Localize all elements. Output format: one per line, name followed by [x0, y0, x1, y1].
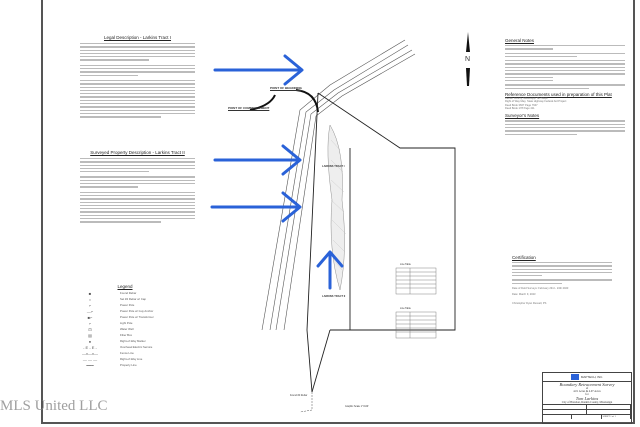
pob-label: POINT OF BEGINNING	[270, 86, 303, 90]
legend-label: Right-of-Way Line	[120, 357, 143, 361]
ref-3: Deed Book 3667 Page 7947	[505, 103, 538, 107]
legend-item: ⊡ Water Well	[60, 326, 190, 332]
sheet-number: SHEET 1 of 1	[602, 415, 631, 419]
legend-item: —⌐ Power Pole w/ Guy Anchor	[60, 308, 190, 314]
watermark: MLS United LLC	[0, 398, 108, 414]
general-notes-text	[505, 45, 625, 89]
arrow-icon	[213, 144, 302, 176]
legal2-title: Surveyed Property Description - Larkins …	[90, 150, 185, 155]
tract2-label: LARKINS TRACT II	[322, 295, 346, 298]
legend-label: Right-of-Way Marker	[120, 339, 146, 343]
annotation-arrows	[210, 54, 344, 290]
legend-symbol-icon: ■⌐	[87, 314, 93, 320]
line-table-1-title: Line Table	[400, 263, 411, 266]
ref-1: Rankin County, Mississippi Tax Maps	[505, 96, 548, 100]
surveyor-notes-text	[505, 120, 625, 135]
poc-label: POINT OF COMMENCEMENT	[228, 106, 270, 110]
for-text: for	[585, 393, 589, 396]
legend-item: ⌐ Power Pole	[60, 302, 190, 308]
legend-symbol-icon: ●	[88, 338, 92, 344]
legend-symbol-icon: —⌐	[86, 308, 94, 314]
legal1-title: Legal Description - Larkins Tract I	[103, 35, 172, 40]
legend-label: Power Pole	[120, 303, 135, 307]
legend-label: Fence Line	[120, 351, 134, 355]
notes-column: General Notes Reference Documents used i…	[505, 38, 625, 137]
legend-item: ■⌐ Power Pole w/ Transformer	[60, 314, 190, 320]
legend-item: - E - E - Overhead Electric Service	[60, 344, 190, 350]
legend-symbol-icon: ⌐	[88, 302, 92, 308]
legal2-text	[80, 158, 195, 223]
legend-symbol-icon: ▤	[88, 332, 92, 338]
company-name: MAPTECH, INC.	[580, 375, 604, 379]
field-date: Date of Field Surveys: February 23rd - 2…	[512, 287, 569, 291]
arrow-icon	[316, 250, 344, 290]
legend-symbol-icon: ⌐	[88, 320, 92, 326]
north-arrow-icon	[466, 32, 470, 86]
legend-label: Light Pole	[120, 321, 133, 325]
line-tables	[395, 267, 437, 339]
legend-label: Fiber Box	[120, 333, 132, 337]
poc-leader	[249, 94, 276, 111]
plat-sheet	[41, 0, 635, 424]
legend-item: ● Right-of-Way Marker	[60, 338, 190, 344]
legend-item: ⌐ Light Pole	[60, 320, 190, 326]
legend-symbol-icon: ⊡	[88, 326, 92, 332]
ref-4: Deed Book 178 Page 411	[505, 107, 535, 111]
hatched-area	[327, 124, 345, 291]
north-label: N	[465, 56, 471, 63]
legend-symbol-icon: ○	[88, 296, 92, 302]
legend-title: Legend	[117, 284, 133, 289]
legend-item: —x—x— Fence Line	[60, 350, 190, 356]
legend-label: Power Pole w/ Transformer	[120, 315, 154, 319]
property-lines	[306, 92, 456, 393]
legend-item: ━━━ Property Line	[60, 362, 190, 368]
cert-date: Date: March 9, 2023	[512, 293, 536, 297]
legend-label: Overhead Electric Service	[120, 345, 153, 349]
acres-text: 4.01 Acres & 4.07 Acres	[573, 390, 601, 393]
title-block: MAPTECH, INC. Boundary Retracement Surve…	[542, 372, 632, 424]
tract1-label: LARKINS TRACT I	[322, 165, 345, 168]
legend-label: Water Well	[120, 327, 134, 331]
surveyor-notes-title: Surveyor's Notes	[505, 113, 540, 119]
cert-text	[512, 262, 612, 285]
arrow-icon	[210, 191, 302, 223]
arrow-icon	[213, 54, 304, 86]
legend: Legend ■Found Rebar○Set #4 Rebar w/ Cap⌐…	[60, 284, 190, 368]
client-name: Tom Larkins	[575, 396, 599, 401]
line-table-2-title: Line Table	[400, 307, 411, 310]
certification: Certification Date of Field Surveys: Feb…	[512, 255, 612, 305]
legend-item: ■ Found Rebar	[60, 290, 190, 296]
legend-item: ▤ Fiber Box	[60, 332, 190, 338]
legend-item: ○ Set #4 Rebar w/ Cap	[60, 296, 190, 302]
signer: Christopher Dyan Russell, PS	[512, 301, 547, 305]
ref-2: Right of Way Map, State Highway Federal …	[505, 100, 567, 104]
legend-symbol-icon: — — —	[82, 356, 98, 362]
location-text: City of Brandon, Rankin County, Mississi…	[561, 401, 613, 404]
cert-title: Certification	[512, 255, 536, 260]
legend-item: — — — Right-of-Way Line	[60, 356, 190, 362]
of-text: of	[585, 387, 589, 390]
legend-label: Found Rebar	[120, 291, 137, 295]
legend-label: Set #4 Rebar w/ Cap	[120, 297, 146, 301]
refdocs-title: Reference Documents used in preparation …	[505, 91, 612, 97]
legend-label: Power Pole w/ Guy Anchor	[120, 309, 154, 313]
company-logo-icon	[570, 374, 579, 380]
legend-symbol-icon: ━━━	[86, 362, 94, 368]
legend-symbol-icon: - E - E -	[83, 344, 97, 350]
survey-title: Boundary Retracement Survey	[559, 382, 615, 387]
legend-symbol-icon: ■	[88, 290, 92, 296]
pob-leader	[295, 89, 319, 113]
legend-label: Property Line	[120, 363, 137, 367]
hatching	[330, 139, 347, 271]
right-of-way-lines	[261, 39, 416, 331]
scale-label: Graphic Scale 1"=100'	[345, 405, 369, 408]
legal1-text	[80, 43, 195, 118]
legal-description-1: Legal Description - Larkins Tract I	[80, 35, 195, 120]
general-notes-title: General Notes	[505, 38, 535, 43]
legal-description-2: Surveyed Property Description - Larkins …	[80, 150, 195, 225]
legend-symbol-icon: —x—x—	[82, 350, 98, 356]
found-rebar-label: Found #4 Rebar	[290, 394, 308, 397]
